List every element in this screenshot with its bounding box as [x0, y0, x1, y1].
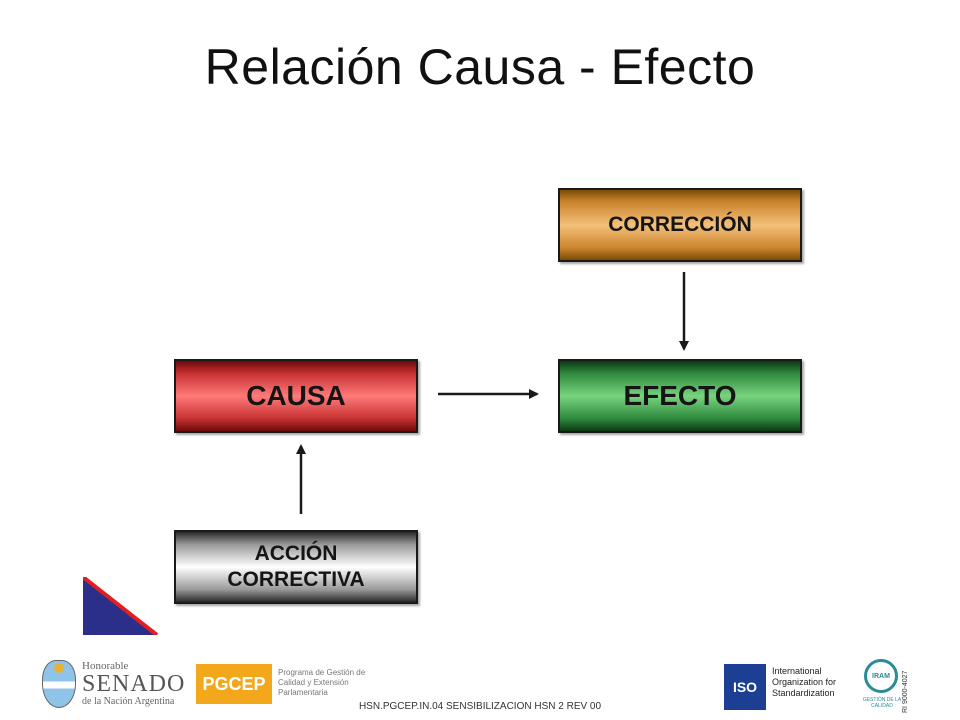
node-accion-correctiva: ACCIÓN CORRECTIVA	[174, 530, 418, 604]
senado-logo: Honorable SENADO de la Nación Argentina	[42, 658, 192, 710]
iso-mark: ISO	[724, 664, 766, 710]
node-causa: CAUSA	[174, 359, 418, 433]
senado-logo-line3: de la Nación Argentina	[82, 696, 175, 707]
pgcep-badge: PGCEP	[196, 664, 272, 704]
slide-title: Relación Causa - Efecto	[204, 39, 756, 95]
node-accion-label-line1: ACCIÓN	[254, 542, 338, 565]
iso-logo: ISO International Organization for Stand…	[724, 664, 844, 710]
pgcep-logo: PGCEP Programa de Gestión de Calidad y E…	[196, 664, 376, 704]
node-efecto-label: EFECTO	[623, 380, 737, 411]
node-accion-label-line2: CORRECTIVA	[227, 568, 365, 591]
node-correccion-label: CORRECCIÓN	[608, 213, 752, 236]
iso-text: International Organization for Standardi…	[772, 666, 837, 698]
pgcep-description: Programa de Gestión de Calidad y Extensi…	[278, 668, 366, 697]
iram-certificate-code: RI 9000-4027	[902, 670, 909, 713]
node-efecto: EFECTO	[558, 359, 802, 433]
decorative-triangle	[83, 577, 159, 635]
senado-shield-icon	[42, 660, 76, 708]
document-code: HSN.PGCEP.IN.04 SENSIBILIZACION HSN 2 RE…	[358, 701, 602, 712]
iram-logo: IRAM GESTIÓN DE LA CALIDAD RI 9000-4027	[862, 657, 914, 715]
senado-logo-line1: Honorable	[82, 660, 129, 672]
senado-logo-line2: SENADO	[82, 671, 186, 697]
iram-subtitle: GESTIÓN DE LA CALIDAD	[862, 697, 902, 709]
iram-mark: IRAM	[864, 659, 898, 693]
node-causa-label: CAUSA	[246, 380, 346, 411]
node-correccion: CORRECCIÓN	[558, 188, 802, 262]
